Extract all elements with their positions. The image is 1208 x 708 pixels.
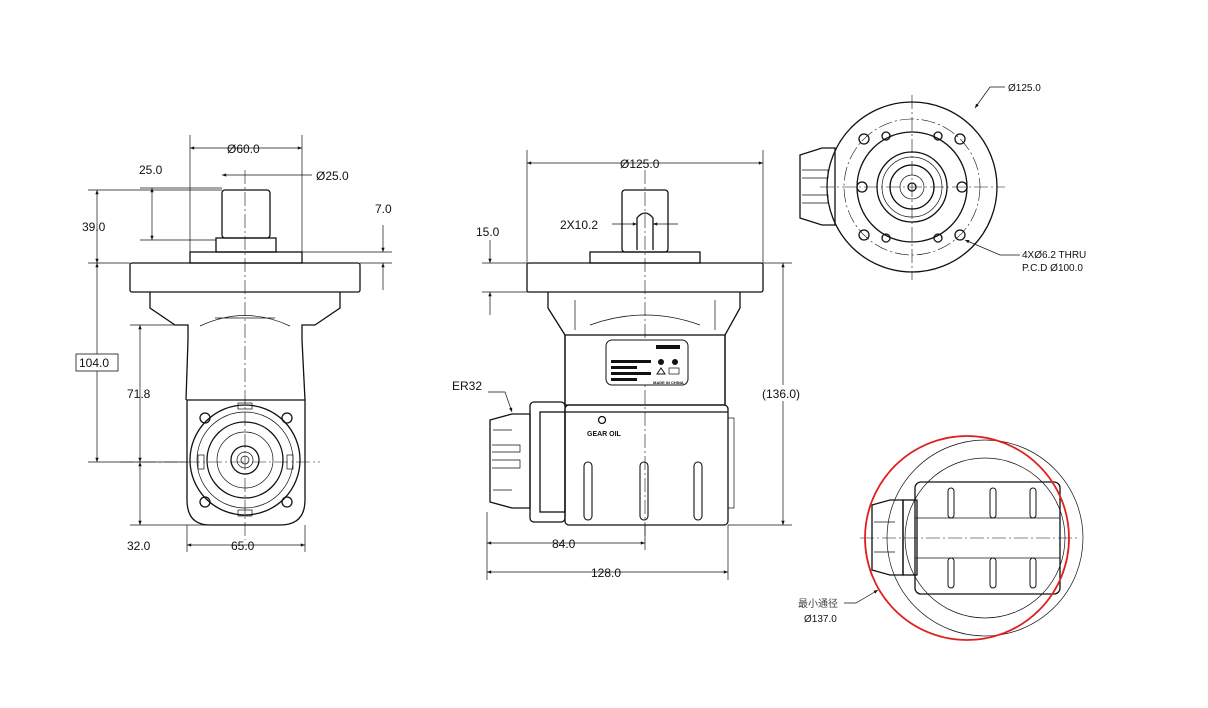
side-view: MADE IN CHINA GEAR OIL ER32 (452, 170, 764, 540)
dim-71-8: 71.8 (127, 387, 151, 401)
clearance-view: 最小通径 Ø137.0 (798, 435, 1084, 641)
er32-collet (489, 401, 566, 523)
clearance-dia: Ø137.0 (804, 614, 837, 625)
top-view: Ø125.0 4XØ6.2 THRU P.C.D Ø100.0 (799, 83, 1086, 280)
dim-key: 2X10.2 (560, 218, 598, 232)
dim-d125-side: Ø125.0 (620, 157, 660, 171)
gear-oil-label: GEAR OIL (587, 431, 622, 438)
dim-136: (136.0) (762, 387, 800, 401)
dim-84: 84.0 (552, 537, 576, 551)
dim-104: 104.0 (79, 356, 109, 370)
dim-128: 128.0 (591, 566, 621, 580)
dim-7: 7.0 (375, 202, 392, 216)
dim-39: 39.0 (82, 220, 106, 234)
clearance-label: 最小通径 (798, 597, 838, 610)
dim-65: 65.0 (231, 539, 255, 553)
holes-label: 4XØ6.2 THRU (1022, 250, 1086, 261)
dim-25: 25.0 (139, 163, 163, 177)
nameplate-origin: MADE IN CHINA (653, 380, 684, 385)
nameplate: MADE IN CHINA (605, 339, 689, 386)
clearance-circle (864, 435, 1070, 641)
dim-d25: Ø25.0 (316, 169, 349, 183)
dim-32: 32.0 (127, 539, 151, 553)
side-view-dimensions: Ø125.0 2X10.2 15.0 (136.0) 84.0 128.0 (476, 150, 808, 580)
er32-label: ER32 (452, 379, 482, 393)
front-view-dimensions: Ø60.0 25.0 Ø25.0 7.0 39.0 104.0 71.8 32.… (75, 135, 392, 553)
front-view (120, 170, 361, 540)
top-dia-label: Ø125.0 (1008, 83, 1041, 94)
dim-d60: Ø60.0 (227, 142, 260, 156)
dim-15: 15.0 (476, 225, 500, 239)
pcd-label: P.C.D Ø100.0 (1022, 263, 1083, 274)
